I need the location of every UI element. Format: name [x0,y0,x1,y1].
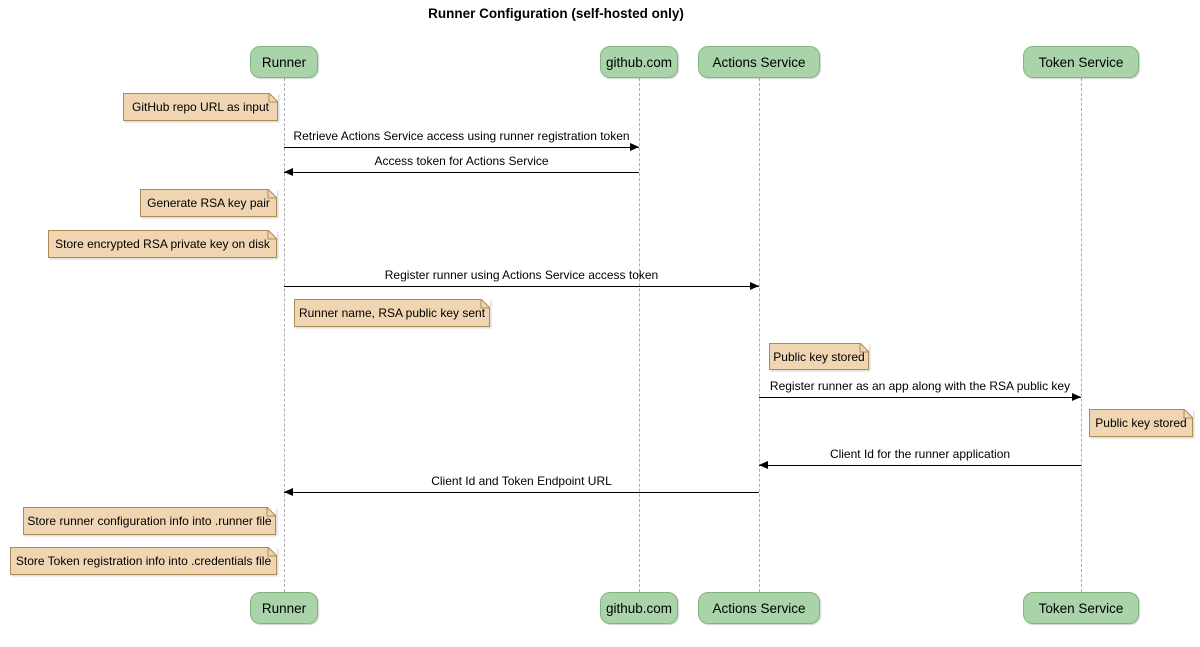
message-label: Access token for Actions Service [374,154,549,168]
lifeline-runner [284,78,285,592]
message-label: Register runner using Actions Service ac… [384,268,659,282]
message-label: Register runner as an app along with the… [769,379,1071,393]
participant-token-bottom: Token Service [1023,592,1139,624]
message-line-2 [284,172,639,173]
note-text: Runner name, RSA public key sent [298,306,486,320]
note-fold-icon [1183,409,1193,419]
message-line-4 [759,397,1081,398]
note-4: Runner name, RSA public key sent [294,299,490,327]
arrowhead-icon [284,168,293,176]
note-fold-icon [267,230,277,240]
note-1: GitHub repo URL as input [123,93,278,121]
participant-actions-bottom: Actions Service [698,592,820,624]
note-fold-icon [268,93,278,103]
note-fold-icon [266,507,276,517]
note-text: Store runner configuration info into .ru… [27,514,272,528]
participant-runner-top: Runner [250,46,318,78]
note-text: Public key stored [1095,416,1187,430]
note-fold-icon [267,189,277,199]
message-line-1 [284,147,639,148]
note-2: Generate RSA key pair [140,189,277,217]
note-7: Store runner configuration info into .ru… [23,507,276,535]
arrowhead-icon [759,461,768,469]
lifeline-token [1081,78,1082,592]
message-label: Client Id for the runner application [829,447,1011,461]
arrowhead-icon [1072,393,1081,401]
arrowhead-icon [630,143,639,151]
note-text: GitHub repo URL as input [132,100,269,114]
note-8: Store Token registration info into .cred… [10,547,277,575]
note-3: Store encrypted RSA private key on disk [48,230,277,258]
note-text: Public key stored [773,349,865,364]
message-label: Retrieve Actions Service access using ru… [293,129,630,143]
arrowhead-icon [284,488,293,496]
participant-github-bottom: github.com [600,592,678,624]
participant-runner-bottom: Runner [250,592,318,624]
arrowhead-icon [750,282,759,290]
participant-github-top: github.com [600,46,678,78]
lifeline-github [639,78,640,592]
participant-token-top: Token Service [1023,46,1139,78]
lifeline-actions [759,78,760,592]
note-6: Public key stored [1089,409,1193,437]
note-5: Public key stored [769,343,869,370]
note-text: Generate RSA key pair [147,196,270,210]
message-line-6 [284,492,759,493]
note-fold-icon [480,299,490,309]
message-label: Client Id and Token Endpoint URL [431,474,612,488]
note-fold-icon [267,547,277,557]
note-text: Store Token registration info into .cred… [15,554,272,568]
participant-actions-top: Actions Service [698,46,820,78]
message-line-3 [284,286,759,287]
message-line-5 [759,465,1081,466]
note-text: Store encrypted RSA private key on disk [55,237,270,251]
note-fold-icon [859,343,869,353]
diagram-title: Runner Configuration (self-hosted only) [428,6,684,21]
